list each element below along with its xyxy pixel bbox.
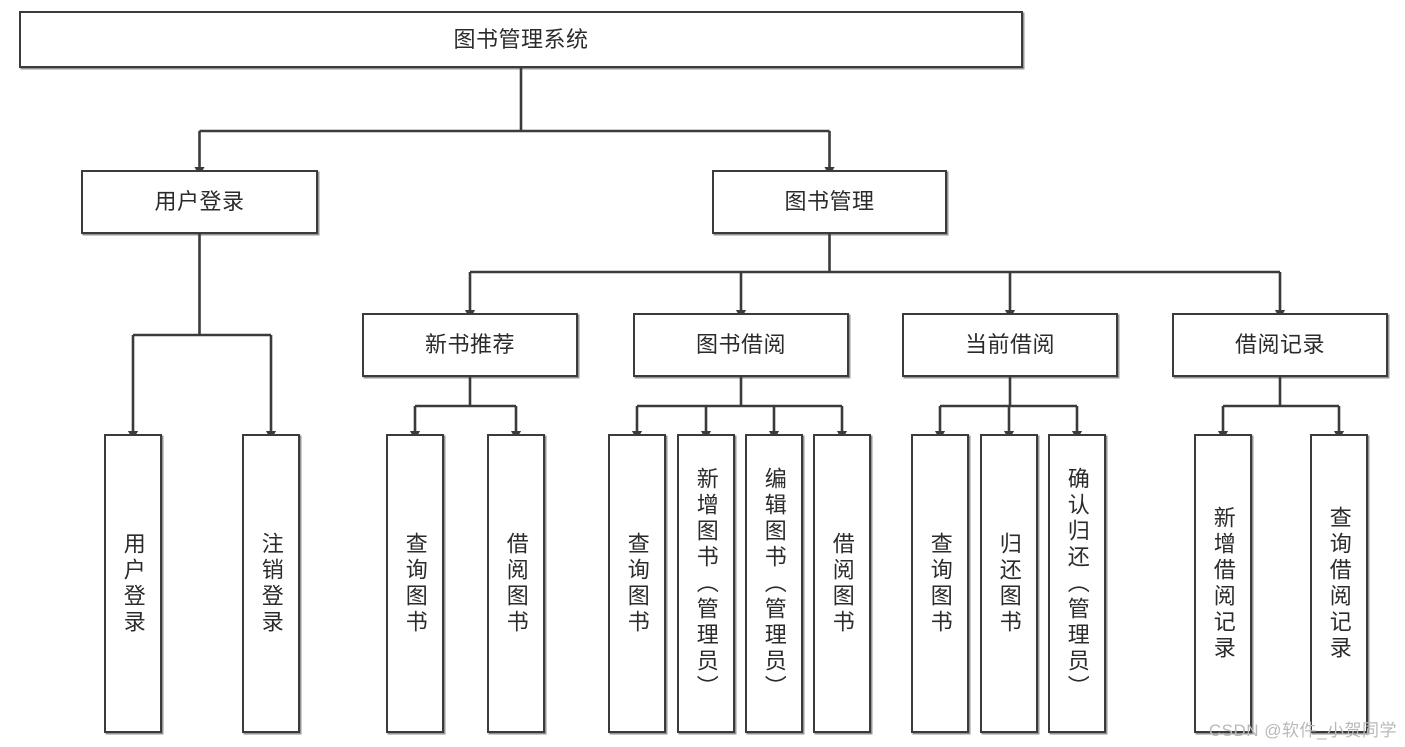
node-current[interactable]: 当前借阅 [902,313,1118,377]
node-label: 用户登录 [120,531,146,636]
node-leaf-cur-return[interactable]: 归还图书 [980,434,1038,733]
node-records[interactable]: 借阅记录 [1172,313,1388,377]
node-leaf-rec-add[interactable]: 新增借阅记录 [1194,434,1252,733]
node-label: 归还图书 [996,531,1022,636]
node-newbook[interactable]: 新书推荐 [362,313,578,377]
node-label: 用户登录 [154,189,245,215]
node-label: 新书推荐 [424,332,515,358]
node-label: 新增借阅记录 [1210,505,1236,662]
node-label: 图书管理 [784,189,875,215]
node-leaf-bk-add[interactable]: 新增图书（管理员） [677,434,735,733]
node-bookmgmt[interactable]: 图书管理 [712,170,947,234]
node-label: 查询图书 [624,531,650,636]
node-label: 当前借阅 [964,332,1055,358]
node-leaf-user-logout[interactable]: 注销登录 [242,434,300,733]
connector-lines [127,68,1345,440]
node-leaf-nb-query[interactable]: 查询图书 [386,434,444,733]
node-label: 图书管理系统 [453,26,589,52]
node-leaf-bk-borrow[interactable]: 借阅图书 [813,434,871,733]
node-label: 借阅图书 [829,531,855,636]
node-label: 图书借阅 [695,332,786,358]
node-label: 编辑图书（管理员） [761,466,787,701]
node-leaf-user-login[interactable]: 用户登录 [104,434,162,733]
node-label: 查询借阅记录 [1326,505,1352,662]
node-label: 借阅记录 [1234,332,1325,358]
node-label: 查询图书 [402,531,428,636]
node-login[interactable]: 用户登录 [81,170,318,234]
node-label: 确认归还（管理员） [1064,466,1090,701]
node-label: 注销登录 [258,531,284,636]
node-borrow[interactable]: 图书借阅 [633,313,849,377]
node-leaf-cur-query[interactable]: 查询图书 [911,434,969,733]
node-label: 查询图书 [927,531,953,636]
node-leaf-nb-borrow[interactable]: 借阅图书 [487,434,545,733]
node-root[interactable]: 图书管理系统 [19,11,1023,68]
node-label: 借阅图书 [503,531,529,636]
node-leaf-bk-query[interactable]: 查询图书 [608,434,666,733]
node-leaf-rec-query[interactable]: 查询借阅记录 [1310,434,1368,733]
node-label: 新增图书（管理员） [693,466,719,701]
node-leaf-bk-edit[interactable]: 编辑图书（管理员） [745,434,803,733]
node-leaf-cur-confirm[interactable]: 确认归还（管理员） [1048,434,1106,733]
